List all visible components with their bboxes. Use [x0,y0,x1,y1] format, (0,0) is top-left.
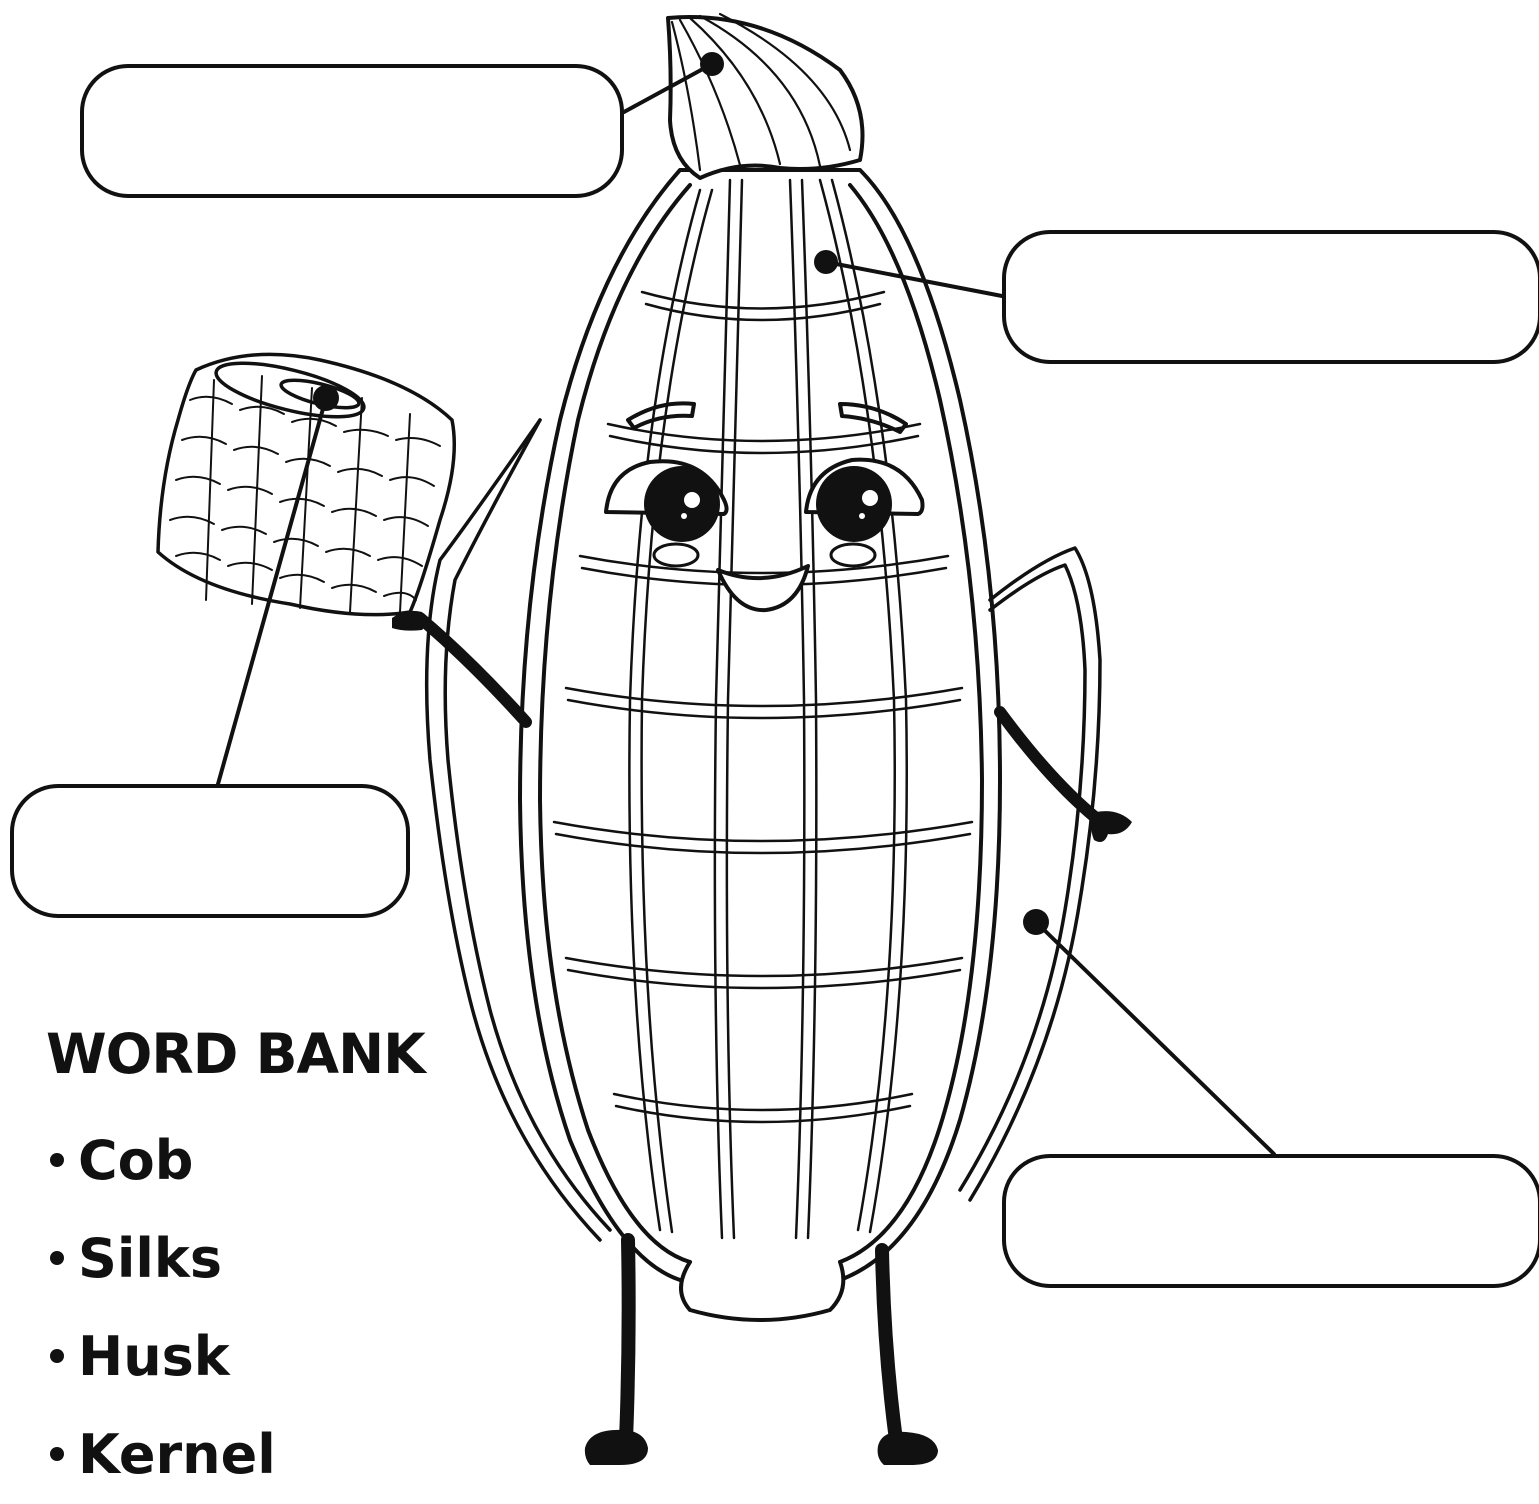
right-hand [1091,811,1132,842]
word-bank-item-label: Husk [78,1325,230,1388]
bullet-icon [50,1153,64,1167]
word-bank-item-label: Kernel [78,1423,276,1486]
corn-feet [585,1430,938,1465]
word-bank-item-label: Silks [78,1227,222,1290]
husk-label-box[interactable] [1002,1154,1539,1288]
corn-stem-base [681,1262,843,1320]
bullet-icon [50,1251,64,1265]
bullet-icon [50,1349,64,1363]
corn-eyebrows [628,403,906,432]
word-bank-item: Husk [46,1308,506,1406]
word-bank-item: Kernel [46,1406,506,1504]
word-bank-item: Silks [46,1210,506,1308]
silk-label-box[interactable] [80,64,624,198]
word-bank-title: WORD BANK [46,1018,506,1090]
kernel-label-box[interactable] [1002,230,1539,364]
corn-parts-worksheet: WORD BANK Cob Silks Husk Kernel [0,0,1539,1465]
word-bank-list: Cob Silks Husk Kernel [46,1112,506,1504]
kernel-grid-horizontal [554,292,972,1122]
bullet-icon [50,1447,64,1461]
word-bank-item-label: Cob [78,1129,193,1192]
kernel-grid-vertical [629,180,906,1238]
cob-label-box[interactable] [10,784,410,918]
word-bank: WORD BANK Cob Silks Husk Kernel [46,1018,506,1504]
corn-cheeks [654,544,875,566]
word-bank-item: Cob [46,1112,506,1210]
